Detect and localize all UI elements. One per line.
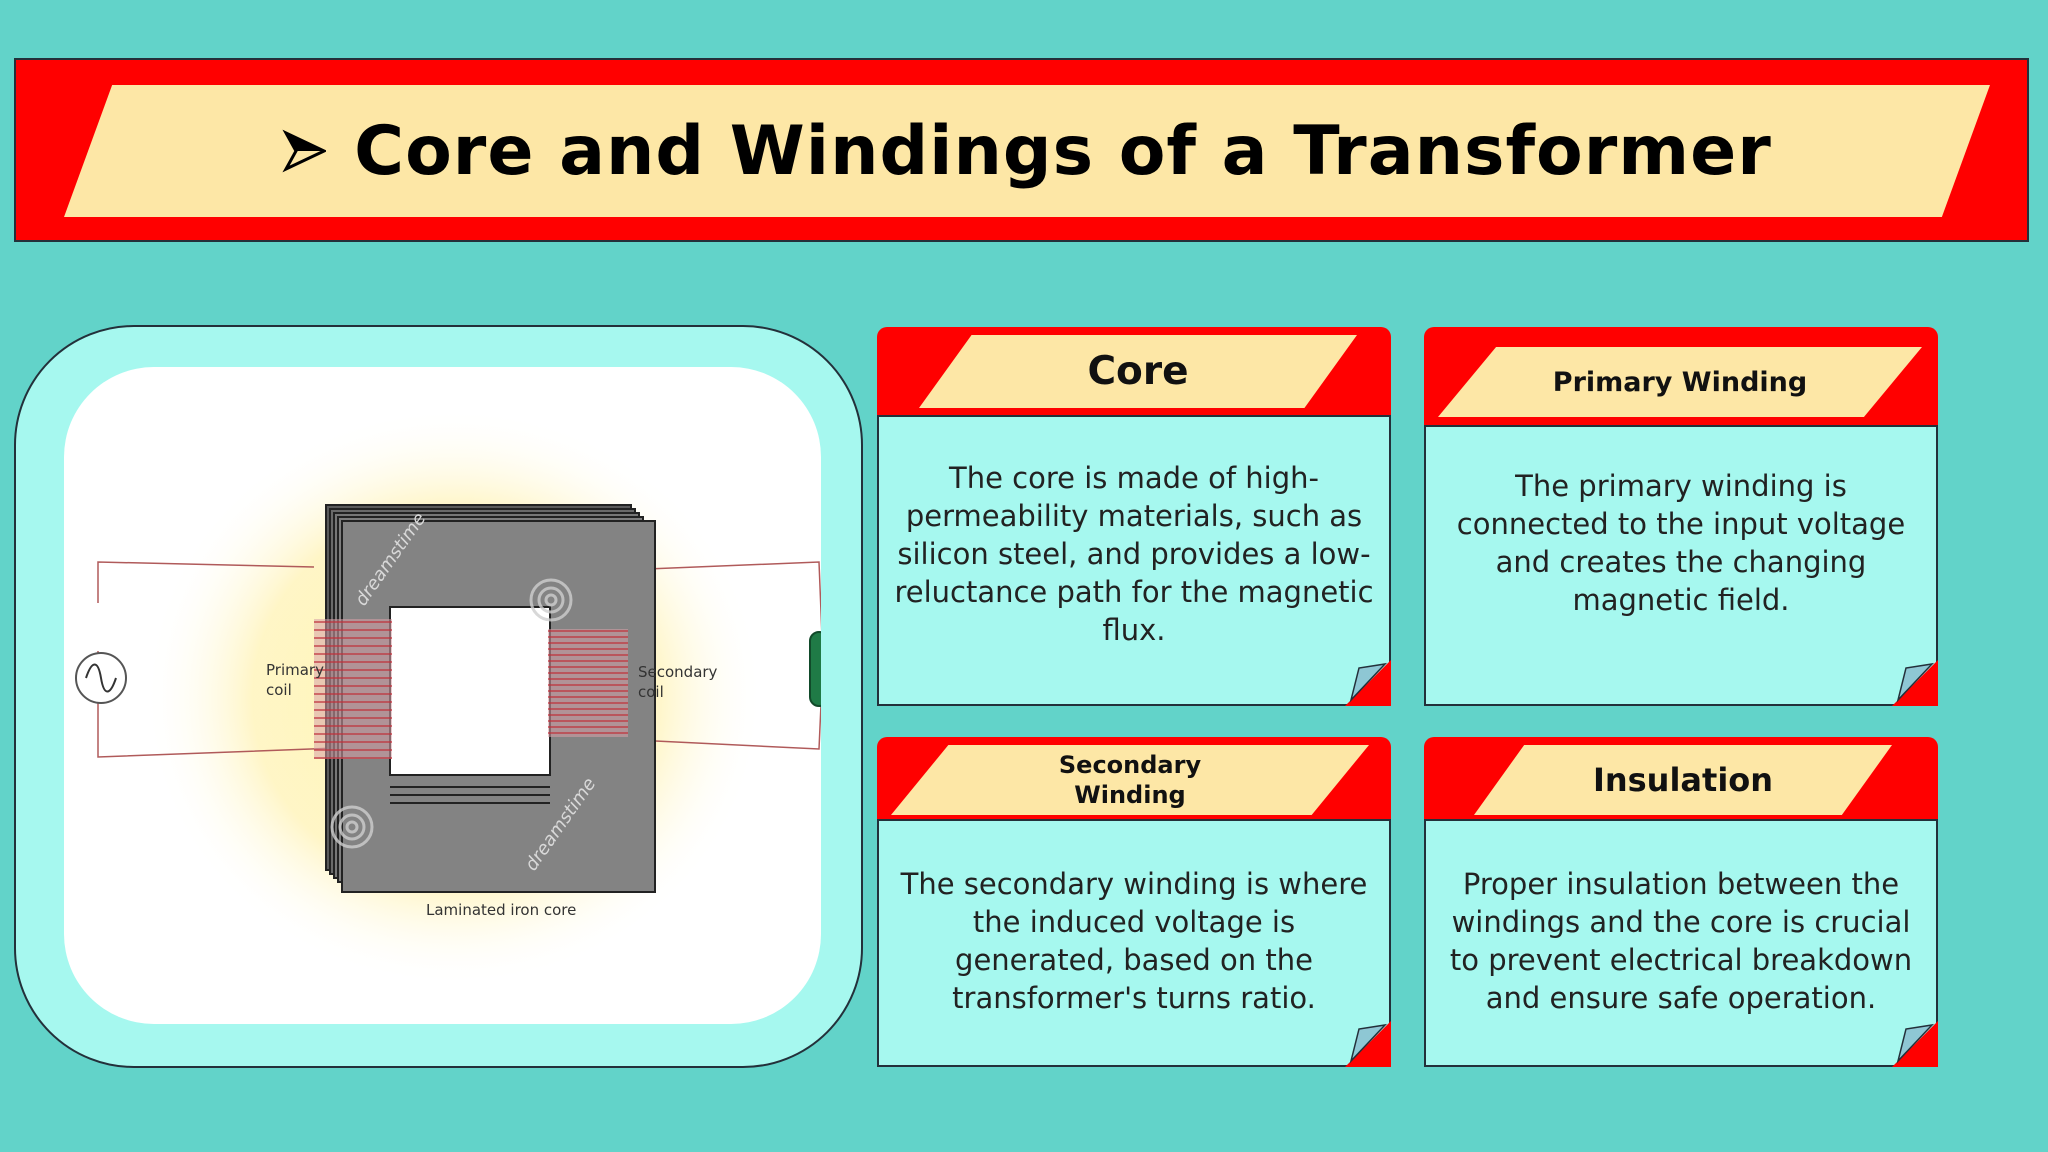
title-banner: Core and Windings of a Transformer — [14, 58, 2029, 242]
title-row: Core and Windings of a Transformer — [64, 85, 1990, 217]
page-curl-icon — [1345, 1021, 1391, 1067]
card-text-core: The core is made of high-permeability ma… — [894, 461, 1374, 647]
card-core: Core The core is made of high-permeabili… — [877, 327, 1391, 706]
card-text-insulation: Proper insulation between the windings a… — [1449, 867, 1913, 1015]
transformer-diagram-svg: dreamstime dreamstime Primary coil Secon… — [75, 407, 821, 987]
card-primary-winding: Primary Winding The primary winding is c… — [1424, 327, 1938, 706]
title-plate: Core and Windings of a Transformer — [64, 85, 1990, 217]
card-title-secondary-winding: Secondary Winding — [891, 745, 1369, 815]
card-title-core: Core — [919, 335, 1357, 408]
card-title-insulation: Insulation — [1474, 745, 1892, 815]
card-secondary-winding: Secondary Winding The secondary winding … — [877, 737, 1391, 1067]
card-text-primary-winding: The primary winding is connected to the … — [1456, 469, 1906, 617]
page-curl-icon — [1892, 660, 1938, 706]
arrowhead-bullet-icon — [282, 129, 327, 173]
secondary-label-line2: coil — [638, 683, 664, 701]
ac-source-icon — [75, 652, 127, 704]
image-frame: dreamstime dreamstime Primary coil Secon… — [14, 325, 863, 1068]
card-body: The secondary winding is where the induc… — [877, 819, 1391, 1067]
core-label: Laminated iron core — [426, 901, 576, 919]
secondary-label-line1: Secondary — [638, 663, 718, 681]
primary-coil — [314, 619, 392, 759]
card-body: The core is made of high-permeability ma… — [877, 415, 1391, 706]
card-title-primary-winding: Primary Winding — [1438, 347, 1922, 417]
page-curl-icon — [1345, 660, 1391, 706]
transformer-diagram: dreamstime dreamstime Primary coil Secon… — [64, 367, 821, 1024]
card-body: The primary winding is connected to the … — [1424, 425, 1938, 706]
page-curl-icon — [1892, 1021, 1938, 1067]
page-title: Core and Windings of a Transformer — [354, 111, 1772, 191]
card-text-secondary-winding: The secondary winding is where the induc… — [900, 867, 1368, 1015]
card-body: Proper insulation between the windings a… — [1424, 819, 1938, 1067]
secondary-coil — [548, 629, 628, 737]
primary-label-line1: Primary — [266, 661, 324, 679]
card-insulation: Insulation Proper insulation between the… — [1424, 737, 1938, 1067]
load-resistor-icon — [809, 631, 821, 707]
watermark-logo — [330, 578, 573, 849]
primary-label-line2: coil — [266, 681, 292, 699]
